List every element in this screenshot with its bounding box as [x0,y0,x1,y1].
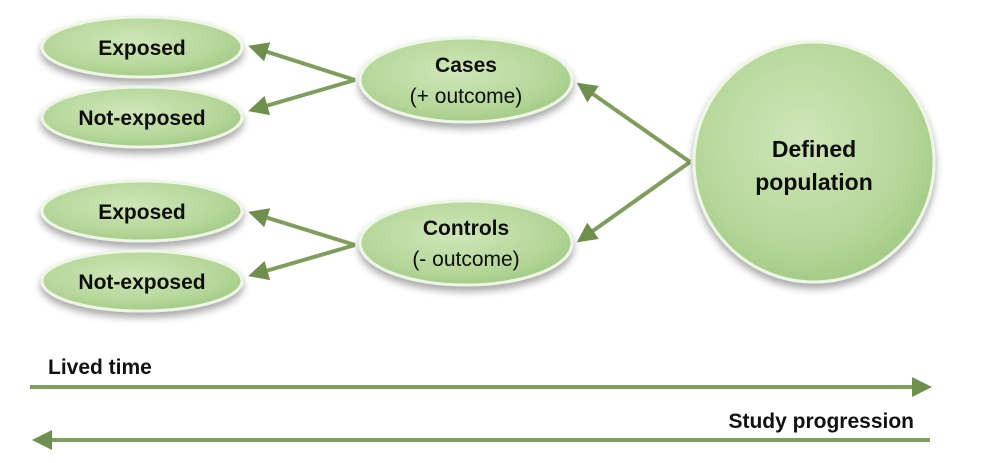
controls-node: Controls (- outcome) [358,199,574,287]
controls-not-exposed-node: Not-exposed [40,249,244,313]
controls-to-not-exposed-arrow [248,243,356,281]
controls-title: Controls [423,217,509,240]
controls-not-exposed-label: Not-exposed [78,271,205,294]
population-to-controls-arrow [576,160,692,243]
study-progression-label: Study progression [728,410,914,433]
lived-time-label: Lived time [48,356,152,379]
cases-title: Cases [435,54,497,77]
population-to-cases-arrow [576,82,692,164]
cases-not-exposed-node: Not-exposed [40,85,244,149]
population-line1: Defined [772,136,856,162]
population-line2: population [755,169,873,195]
cases-exposed-label: Exposed [98,37,186,60]
controls-subtitle: (- outcome) [412,248,519,271]
defined-population-node: Defined population [692,40,936,284]
cases-exposed-node: Exposed [40,15,244,79]
cases-subtitle: (+ outcome) [410,85,523,108]
cases-node: Cases (+ outcome) [358,36,574,124]
controls-exposed-node: Exposed [40,179,244,243]
cases-to-not-exposed-arrow [248,78,356,116]
cases-not-exposed-label: Not-exposed [78,107,205,130]
controls-exposed-label: Exposed [98,201,186,224]
controls-to-exposed-arrow [248,208,356,247]
cases-to-exposed-arrow [248,42,356,82]
